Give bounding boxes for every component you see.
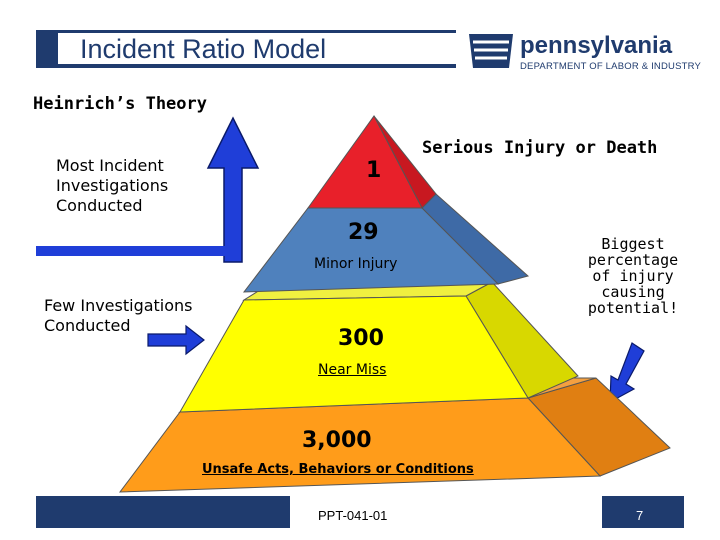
level-1-number: 1 bbox=[366, 158, 381, 183]
pyramid bbox=[120, 116, 670, 492]
level-300-label: Near Miss bbox=[318, 362, 386, 378]
level-29-number: 29 bbox=[348, 220, 379, 245]
level-3000-label: Unsafe Acts, Behaviors or Conditions bbox=[202, 462, 474, 477]
page-number: 7 bbox=[636, 508, 643, 523]
level-3000-number: 3,000 bbox=[302, 428, 372, 453]
slide-code: PPT-041-01 bbox=[316, 508, 389, 523]
level-300-number: 300 bbox=[338, 326, 384, 351]
pyramid-level-300 bbox=[180, 296, 528, 412]
down-arrow-icon bbox=[610, 343, 644, 402]
right-arrow-icon bbox=[148, 326, 204, 354]
divider-line bbox=[36, 246, 236, 256]
up-arrow-icon bbox=[208, 118, 258, 262]
level-29-label: Minor Injury bbox=[314, 256, 397, 272]
apex-label: Serious Injury or Death bbox=[422, 138, 657, 158]
